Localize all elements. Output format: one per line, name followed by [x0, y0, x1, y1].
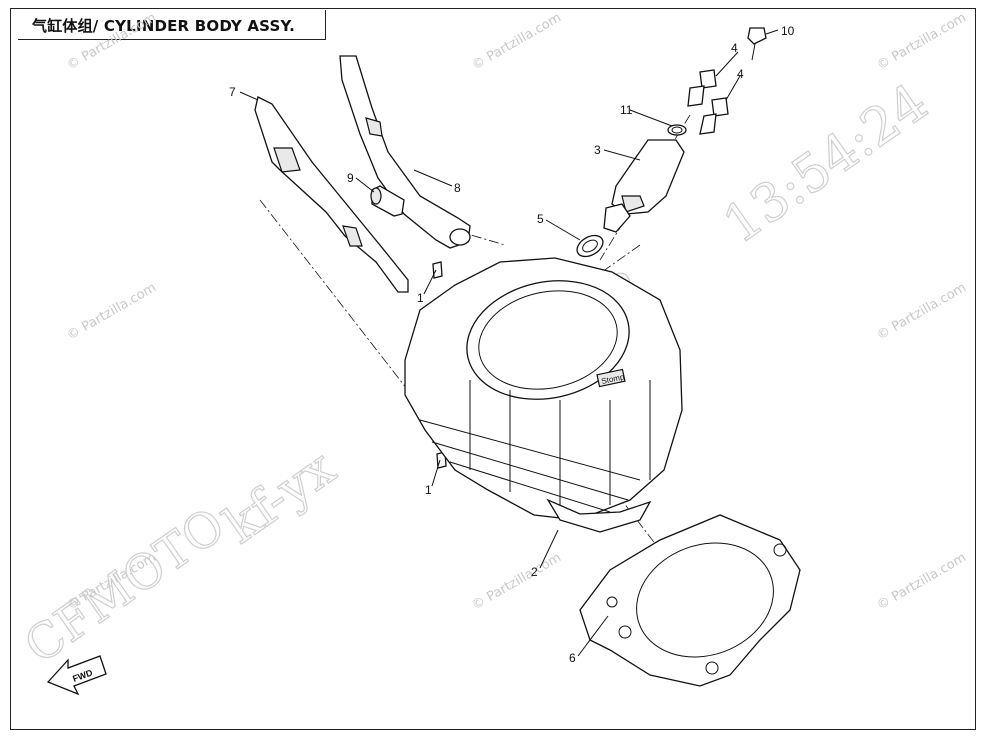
- fwd-arrow-icon: FWD: [46, 655, 107, 696]
- callout-9: 9: [347, 171, 354, 185]
- part-4-bolts: [687, 69, 729, 135]
- watermark-partzilla: © Partzilla.com: [470, 10, 564, 73]
- callout-5: 5: [537, 212, 544, 226]
- watermark-partzilla: © Partzilla.com: [65, 280, 159, 343]
- watermark-brand: CFMOTO: [15, 497, 235, 675]
- part-8-tensioner-arm: [339, 55, 471, 249]
- title-box: 气缸体组/ CYLINDER BODY ASSY.: [18, 10, 326, 40]
- part-2-cylinder-body: Stomp: [404, 257, 683, 533]
- watermark-timestamp: 13:54:24: [713, 73, 939, 256]
- part-10-bolt: [747, 27, 767, 61]
- watermark-partzilla: © Partzilla.com: [875, 280, 969, 343]
- part-5-gasket: [576, 234, 604, 258]
- callout-1: 1: [425, 483, 432, 497]
- callout-8: 8: [454, 181, 461, 195]
- callout-1: 1: [417, 291, 424, 305]
- watermark-partzilla: © Partzilla.com: [470, 550, 564, 613]
- part-6-base-gasket: [579, 514, 801, 687]
- part-3-tensioner: [603, 139, 685, 233]
- callout-4: 4: [737, 67, 744, 81]
- part-11-o-ring: [667, 124, 687, 136]
- watermark-code: kf-yx: [214, 438, 346, 555]
- watermark-partzilla: © Partzilla.com: [875, 550, 969, 613]
- diagram-title: 气缸体组/ CYLINDER BODY ASSY.: [32, 17, 295, 35]
- leader-lines: [239, 29, 779, 657]
- watermark-partzilla: © Partzilla.com: [65, 10, 159, 73]
- part-1-dowel-pin-upper: [432, 261, 443, 279]
- diagram-frame: [10, 8, 976, 730]
- callout-6: 6: [569, 651, 576, 665]
- callout-10: 10: [781, 24, 795, 38]
- callouts: 7 8 9 10 4 4 11 3 5 1 1 2 6: [229, 24, 795, 665]
- part-7-chain-guide: [254, 96, 409, 293]
- callout-7: 7: [229, 85, 236, 99]
- callout-4: 4: [731, 41, 738, 55]
- callout-3: 3: [594, 143, 601, 157]
- callout-2: 2: [531, 565, 538, 579]
- callout-11: 11: [620, 103, 633, 117]
- watermark-partzilla: © Partzilla.com: [875, 10, 969, 73]
